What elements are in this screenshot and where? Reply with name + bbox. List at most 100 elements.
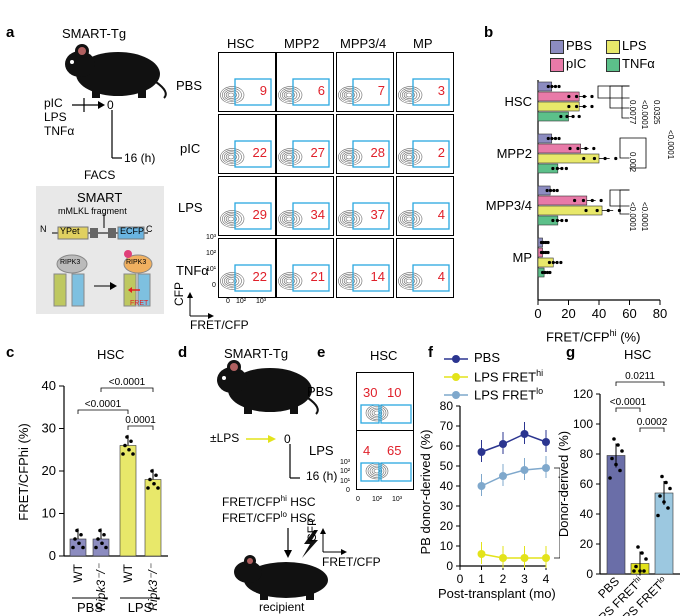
flow-e-xtick-1: 0 — [356, 496, 360, 503]
contour-0-0-1 — [225, 91, 237, 99]
chart-b-bar-0-1 — [537, 91, 580, 102]
flow-plot-1-0: 22 — [218, 114, 276, 174]
chart-c-dot-2-1 — [123, 443, 127, 448]
chart-b-pval-4: <0.0001 — [666, 130, 675, 160]
chart-f-line-0 — [481, 433, 547, 453]
flow-e-ytick-4: 0 — [346, 487, 350, 494]
chart-b-dot-2-0-2 — [552, 188, 556, 193]
chart-c-dot-2-4 — [129, 439, 133, 444]
chart-f-point-2-3 — [542, 464, 550, 472]
chart-g-dot-2-4 — [664, 480, 668, 485]
chart-b-dot-0-3-3 — [577, 114, 581, 119]
chart-g-dot-0-5 — [618, 468, 622, 473]
flow-e-ytick-3: 10¹ — [340, 478, 351, 485]
facs-label: FACS — [84, 168, 116, 182]
flow-contours-1-1 — [278, 140, 330, 168]
chart-b-dot-0-0-0 — [546, 84, 550, 89]
panel-e-title: HSC — [370, 348, 398, 363]
chart-f-point-0-0 — [477, 448, 486, 456]
chart-g-pval-0: 0.0211 — [625, 371, 655, 382]
chart-f-xtick-label-3: 3 — [521, 572, 528, 586]
hsc-lo-label: FRET/CFPlo HSC — [222, 510, 316, 525]
contour-3-3-4 — [398, 272, 423, 290]
contour-3-3-3 — [399, 273, 420, 289]
chart-b-dot-3-0-1 — [542, 240, 546, 245]
chart-g-ytick-label-3: 60 — [580, 477, 594, 491]
chart-b-dot-1-2-3 — [614, 156, 618, 161]
gate-1-2 — [352, 140, 390, 168]
contour-2-3-3 — [399, 211, 420, 227]
time-zero: 0 — [107, 98, 114, 112]
contour-0-1-2 — [281, 89, 298, 101]
contour-2-0-2 — [223, 213, 240, 225]
flow-e-contour-0-4 — [365, 404, 389, 422]
contour-1-1-3 — [279, 149, 300, 165]
chart-c-dot-0-5 — [81, 545, 85, 550]
gate-2-0 — [234, 202, 272, 230]
chart-f-point-2-0 — [477, 482, 486, 490]
chart-b-category-2: MPP3/4 — [486, 198, 532, 213]
chart-f-point-1-2 — [520, 554, 529, 562]
chart-c-group-0: WT — [71, 563, 85, 582]
chart-f-point-1-0 — [477, 550, 486, 558]
flow-e-contour-1-2 — [369, 465, 385, 477]
chart-b-dot-0-1-3 — [590, 94, 594, 99]
flow-e-contour-0-3 — [367, 406, 387, 420]
contour-1-0-3 — [221, 149, 242, 165]
col-header-mpp2: MPP2 — [284, 36, 320, 51]
contour-0-2-3 — [339, 87, 360, 103]
contour-1-1-0 — [285, 154, 293, 160]
flow-e-value-0-1: 10 — [387, 385, 402, 400]
contour-1-3-2 — [401, 151, 418, 163]
flow-plot-1-3: 2 — [396, 114, 454, 174]
chart-b-bar-1-2 — [537, 153, 600, 164]
legend-f-marker-1 — [444, 373, 468, 381]
chart-g-dot-2-6 — [668, 486, 672, 491]
contour-2-0-3 — [221, 211, 242, 227]
chart-c-dot-3-0 — [146, 486, 150, 490]
gate-1-3 — [412, 140, 450, 168]
chart-c-pval-1: <0.0001 — [85, 399, 122, 410]
contour-3-3-0 — [405, 278, 413, 284]
contour-1-3-1 — [403, 153, 415, 161]
flow-contours-3-2 — [338, 264, 390, 292]
chart-b-bracket-6 — [629, 137, 647, 169]
recipient-label: recipient — [259, 600, 305, 614]
flow-e-xtick-3: 10³ — [392, 496, 403, 503]
contour-2-1-3 — [279, 211, 300, 227]
chart-c-ytick-label-1: 10 — [42, 506, 56, 521]
gate-2-2 — [352, 202, 390, 230]
flow-a-ytick-3: 10¹ — [206, 266, 217, 273]
chart-c-title: HSC — [97, 347, 125, 362]
chart-c-dot-1-0 — [94, 545, 98, 550]
legend-b-label-0: PBS — [566, 38, 593, 53]
gate-value-3-1: 21 — [310, 269, 325, 284]
chart-b-pval-3: 0.002 — [628, 152, 637, 173]
timeline-d — [246, 435, 300, 479]
chart-f-xlabel: Post-transplant (mo) — [438, 586, 556, 601]
contour-2-1-1 — [283, 215, 295, 223]
chart-b-pval-2: 0.0325 — [652, 100, 661, 125]
chart-f-ytick-label-7: 70 — [440, 419, 454, 433]
contour-3-1-4 — [278, 272, 303, 290]
chart-c-dot-1-5 — [104, 545, 108, 550]
chart-c-ytick-label-2: 20 — [42, 463, 56, 478]
row-header-lps: LPS — [178, 200, 203, 215]
contour-1-0-0 — [227, 154, 235, 160]
gate-2-1 — [292, 202, 330, 230]
flow-plot-3-0: 22 — [218, 238, 276, 298]
gate-value-2-3: 4 — [437, 207, 445, 222]
gate-1-1 — [292, 140, 330, 168]
flow-e-xlabel: FRET/CFP — [322, 555, 381, 569]
chart-b-pval-6: <0.0001 — [640, 202, 649, 232]
flow-plot-3-1: 21 — [276, 238, 334, 298]
chart-f-point-1-3 — [542, 554, 550, 562]
contour-0-2-0 — [345, 92, 353, 98]
chart-g-dot-0-3 — [614, 462, 618, 467]
flow-e-contour-0-0 — [373, 410, 381, 416]
chart-g-dot-1-3 — [638, 569, 642, 573]
